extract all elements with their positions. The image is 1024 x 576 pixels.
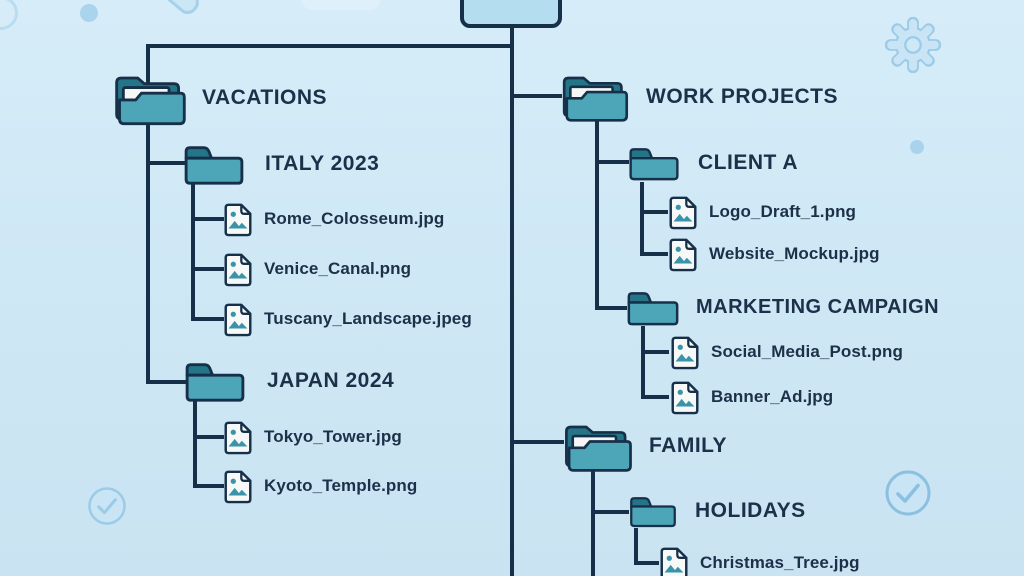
file-rome-colosseum[interactable]: Rome_Colosseum.jpg: [221, 200, 444, 238]
file-social-media-post[interactable]: Social_Media_Post.png: [668, 333, 903, 371]
file-label: Social_Media_Post.png: [711, 342, 903, 361]
check-circle-icon: [884, 469, 932, 517]
connector-line: [146, 161, 187, 165]
folder-label: VACATIONS: [202, 86, 328, 109]
root-folder-icon[interactable]: [460, 0, 562, 28]
folder-work-projects[interactable]: WORK PROJECTS: [558, 68, 838, 125]
file-label: Christmas_Tree.jpg: [700, 553, 860, 572]
folder-closed-icon: [626, 489, 680, 533]
connector-line: [146, 380, 187, 384]
dot-doodle: [910, 140, 924, 154]
circle-doodle: [0, 0, 18, 30]
connector-line: [641, 350, 669, 354]
file-label: Kyoto_Temple.png: [264, 476, 418, 495]
image-file-icon: [221, 418, 255, 456]
connector-line: [191, 217, 224, 221]
gear-icon: [884, 16, 942, 74]
folder-closed-icon: [179, 139, 249, 189]
folder-label: HOLIDAYS: [695, 499, 806, 522]
image-file-icon: [221, 200, 255, 238]
file-label: Banner_Ad.jpg: [711, 387, 834, 406]
file-tuscany-landscape[interactable]: Tuscany_Landscape.jpeg: [221, 300, 472, 338]
file-label: Tuscany_Landscape.jpeg: [264, 309, 472, 328]
image-file-icon: [666, 235, 700, 273]
folder-holidays[interactable]: HOLIDAYS: [626, 489, 806, 533]
file-kyoto-temple[interactable]: Kyoto_Temple.png: [221, 467, 417, 505]
dot-doodle: [80, 4, 98, 22]
file-logo-draft[interactable]: Logo_Draft_1.png: [666, 193, 856, 231]
file-tokyo-tower[interactable]: Tokyo_Tower.jpg: [221, 418, 402, 456]
file-christmas-tree[interactable]: Christmas_Tree.jpg: [657, 544, 860, 576]
file-website-mockup[interactable]: Website_Mockup.jpg: [666, 235, 880, 273]
connector-line: [193, 400, 197, 488]
connector-line: [146, 44, 150, 384]
folder-closed-icon: [625, 140, 683, 186]
folder-japan-2024[interactable]: JAPAN 2024: [179, 356, 394, 406]
connector-line: [193, 484, 224, 488]
connector-line: [591, 510, 629, 514]
image-file-icon: [668, 333, 702, 371]
folder-marketing-campaign[interactable]: MARKETING CAMPAIGN: [623, 284, 939, 331]
connector-line: [634, 561, 659, 565]
file-label: Venice_Canal.png: [264, 259, 412, 278]
folder-closed-icon: [623, 284, 683, 331]
connector-line: [191, 267, 224, 271]
image-file-icon: [221, 250, 255, 288]
folder-open-icon: [560, 418, 636, 474]
folder-label: JAPAN 2024: [267, 369, 395, 392]
pencil-doodle: [149, 0, 203, 19]
connector-line: [640, 252, 668, 256]
connector-line: [634, 528, 638, 565]
folder-client-a[interactable]: CLIENT A: [625, 140, 798, 186]
check-circle-icon: [87, 486, 127, 526]
connector-line: [146, 44, 514, 48]
connector-line: [641, 326, 645, 399]
connector-line: [510, 440, 564, 444]
card-doodle: [301, 0, 381, 10]
image-file-icon: [668, 378, 702, 416]
connector-line: [510, 94, 562, 98]
folder-label: CLIENT A: [698, 151, 799, 174]
folder-open-icon: [558, 68, 632, 125]
folder-label: FAMILY: [649, 434, 728, 457]
folder-label: ITALY 2023: [265, 152, 380, 175]
connector-line: [640, 210, 668, 214]
file-label: Rome_Colosseum.jpg: [264, 209, 445, 228]
file-label: Tokyo_Tower.jpg: [264, 427, 402, 446]
image-file-icon: [221, 467, 255, 505]
file-label: Logo_Draft_1.png: [709, 202, 857, 221]
connector-line: [595, 306, 627, 310]
folder-label: MARKETING CAMPAIGN: [696, 296, 940, 318]
image-file-icon: [657, 544, 691, 576]
connector-line: [595, 160, 629, 164]
folder-italy-2023[interactable]: ITALY 2023: [179, 139, 379, 189]
folder-vacations[interactable]: VACATIONS: [110, 68, 327, 128]
connector-line: [193, 435, 224, 439]
connector-line: [595, 118, 599, 310]
image-file-icon: [666, 193, 700, 231]
file-label: Website_Mockup.jpg: [709, 244, 880, 263]
folder-family[interactable]: FAMILY: [560, 418, 727, 474]
connector-line: [191, 317, 224, 321]
connector-line: [641, 395, 669, 399]
file-banner-ad[interactable]: Banner_Ad.jpg: [668, 378, 833, 416]
connector-line: [591, 468, 595, 576]
connector-line: [640, 182, 644, 256]
folder-open-icon: [110, 68, 190, 128]
folder-closed-icon: [179, 356, 251, 406]
connector-line: [191, 180, 195, 321]
folder-label: WORK PROJECTS: [646, 84, 839, 108]
image-file-icon: [221, 300, 255, 338]
file-venice-canal[interactable]: Venice_Canal.png: [221, 250, 411, 288]
connector-line: [510, 24, 514, 576]
